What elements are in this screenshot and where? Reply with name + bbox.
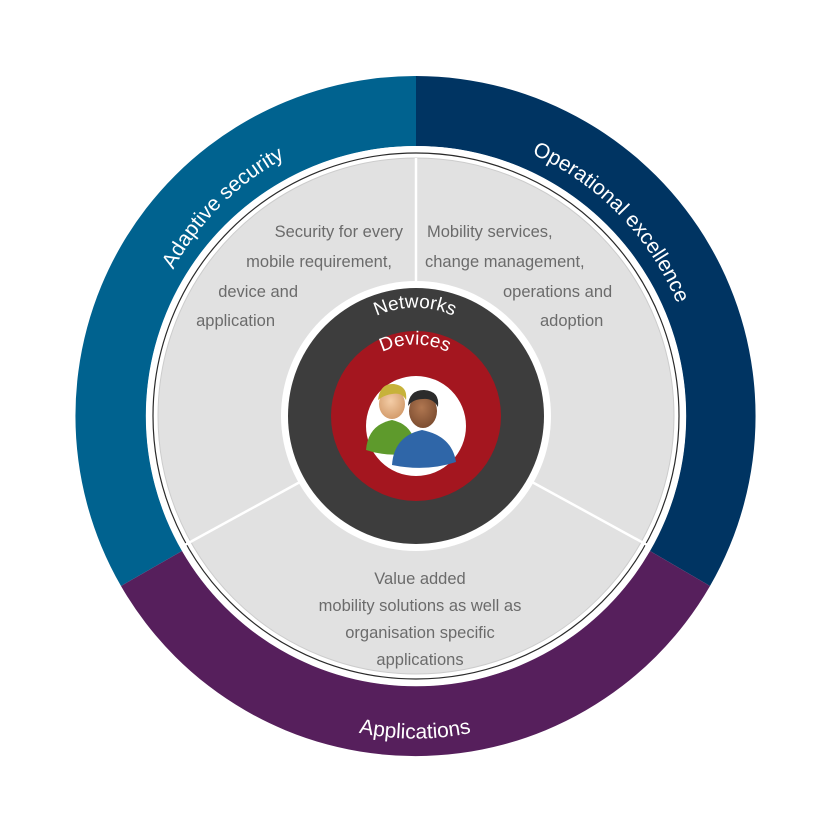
- svg-text:mobility solutions as well as: mobility solutions as well as: [319, 597, 522, 615]
- applications-segment-text: Value added mobility solutions as well a…: [319, 570, 522, 669]
- svg-text:device and: device and: [218, 283, 298, 301]
- svg-text:organisation specific: organisation specific: [345, 624, 495, 642]
- svg-text:Mobility services,: Mobility services,: [427, 223, 553, 241]
- adaptive-security-segment: [75, 75, 417, 587]
- operations-segment-text: Mobility services, change management, op…: [425, 223, 612, 330]
- people-icon: [366, 383, 456, 468]
- divider-left: [182, 480, 301, 548]
- svg-text:Security for every: Security for every: [275, 223, 404, 241]
- svg-text:applications: applications: [376, 651, 463, 669]
- operational-excellence-segment: [416, 76, 756, 586]
- svg-text:change management,: change management,: [425, 253, 585, 271]
- svg-text:mobile requirement,: mobile requirement,: [246, 253, 392, 271]
- svg-text:operations and: operations and: [503, 283, 612, 301]
- svg-text:adoption: adoption: [540, 312, 603, 330]
- security-segment-text: Security for every mobile requirement, d…: [196, 223, 404, 330]
- svg-text:Value added: Value added: [374, 570, 465, 588]
- applications-segment: [121, 551, 710, 757]
- divider-right: [531, 480, 650, 548]
- svg-text:application: application: [196, 312, 275, 330]
